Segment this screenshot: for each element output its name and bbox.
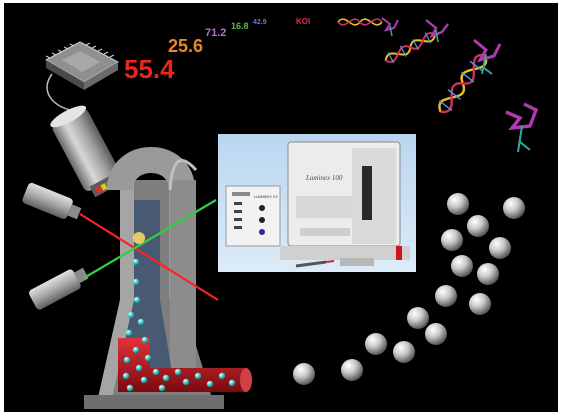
protein-icon: [381, 17, 399, 37]
laser-icon: [22, 182, 82, 220]
green-laser-beam: [83, 199, 217, 279]
readout-55-4: 55.4: [124, 54, 175, 84]
analyzer-brand-label: Luminex 100: [305, 174, 343, 182]
protein-icon: [473, 38, 502, 75]
readout-71-2: 71.2: [205, 27, 226, 39]
beads-in-flow: [122, 258, 236, 392]
pipette-icon: [295, 260, 335, 268]
luminex-analyzer-photo: LUMINEX XY Luminex 100: [218, 134, 416, 272]
microsphere-icon: [293, 193, 525, 385]
side-unit-label: LUMINEX XY: [254, 194, 279, 199]
sample-tube: [118, 338, 252, 392]
readout-25-6: 25.6: [168, 36, 203, 56]
dna-helix-icon: [438, 53, 488, 114]
readout-16-8: 16.8: [231, 21, 249, 31]
sample-vial: [396, 246, 402, 260]
protein-icon: [425, 19, 449, 43]
dna-helix-icon: [337, 18, 383, 26]
readout-42-9: 42.9: [253, 19, 267, 26]
red-laser-beam: [79, 213, 219, 301]
readout-koi: KOI: [296, 17, 310, 26]
laser-icon: [29, 267, 89, 310]
protein-icon: [505, 102, 539, 153]
dna-helix-icon: [384, 32, 437, 64]
